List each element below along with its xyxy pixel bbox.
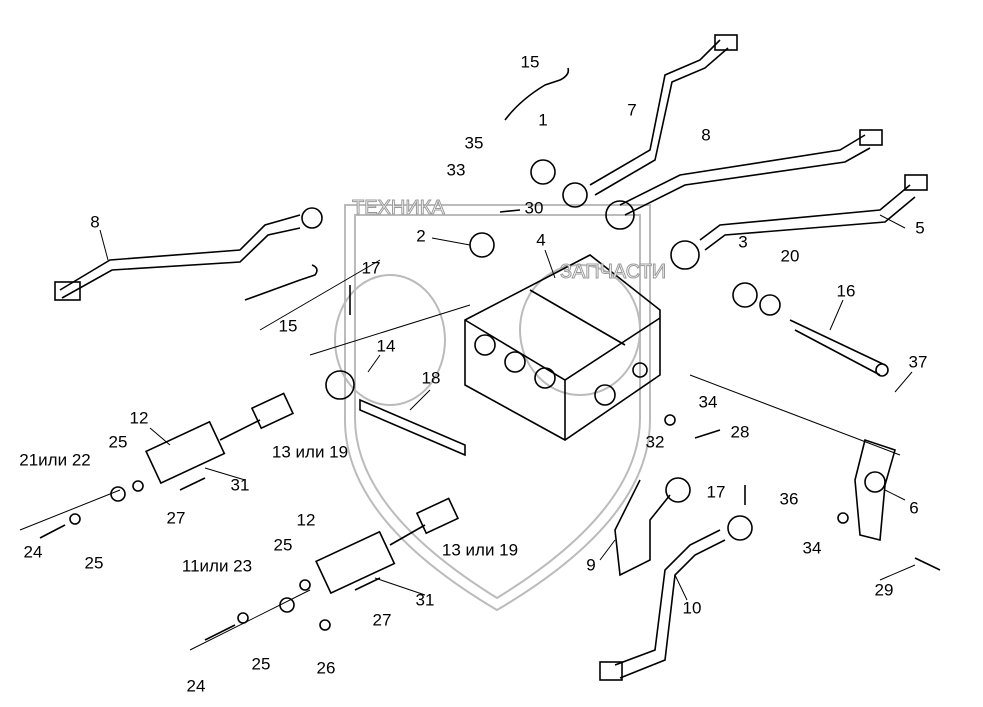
- bar-part-18: [359, 398, 466, 457]
- callout-9: 9: [586, 555, 596, 575]
- callout-10: 10: [682, 598, 702, 618]
- lever-part-10: [599, 515, 753, 681]
- callout-29: 29: [874, 580, 894, 600]
- callout-32: 32: [645, 432, 665, 452]
- callout-27: 27: [372, 610, 392, 630]
- shaft-part-16: [789, 319, 889, 377]
- callout-16: 16: [836, 281, 856, 301]
- callout-35: 35: [464, 133, 484, 153]
- leader-lines: [19, 214, 916, 651]
- callout-34: 34: [698, 392, 718, 412]
- frame-box-part-4: [464, 254, 661, 441]
- callout-25: 25: [273, 535, 293, 555]
- callout-27: 27: [166, 508, 186, 528]
- callout-33: 33: [446, 160, 466, 180]
- callout-25: 25: [84, 553, 104, 573]
- callout-20: 20: [780, 246, 800, 266]
- lever-part-7: [589, 34, 738, 196]
- callout-7: 7: [627, 100, 637, 120]
- callout-28: 28: [730, 422, 750, 442]
- callout-24: 24: [23, 542, 43, 562]
- callout-17: 17: [361, 258, 381, 278]
- callout-15: 15: [520, 52, 540, 72]
- callout-11-or-23: 11или 23: [181, 556, 253, 576]
- callout-13-or-19: 13 или 19: [271, 442, 349, 462]
- callout-24: 24: [186, 676, 206, 696]
- callout-31: 31: [230, 475, 250, 495]
- callout-37: 37: [908, 352, 928, 372]
- callout-14: 14: [376, 336, 396, 356]
- callout-6: 6: [909, 498, 919, 518]
- spring-part-15-left: [244, 264, 318, 301]
- callout-25: 25: [251, 654, 271, 674]
- callout-34: 34: [802, 538, 822, 558]
- callout-1: 1: [538, 110, 548, 130]
- callout-21-or-22: 21или 22: [19, 450, 91, 470]
- lever-part-5: [670, 174, 928, 270]
- watermark-text-right: ЗАПЧАСТИ: [559, 261, 667, 283]
- callout-2: 2: [416, 226, 426, 246]
- callout-8: 8: [701, 125, 711, 145]
- spring-part-15-top: [504, 67, 570, 121]
- callout-5: 5: [915, 218, 925, 238]
- callout-12: 12: [129, 408, 149, 428]
- callout-4: 4: [536, 230, 546, 250]
- callout-8: 8: [90, 212, 100, 232]
- callout-17: 17: [706, 482, 726, 502]
- callout-31: 31: [415, 590, 435, 610]
- callout-36: 36: [779, 489, 799, 509]
- callout-25: 25: [108, 432, 128, 452]
- cylinder-part-12-bottom: [315, 497, 460, 595]
- cylinder-part-12-top: [145, 392, 295, 485]
- watermark-shield: [334, 204, 651, 612]
- callout-15: 15: [278, 316, 298, 336]
- callout-12: 12: [296, 510, 316, 530]
- lever-part-8-left: [54, 207, 323, 301]
- bracket-part-9: [614, 477, 691, 577]
- callout-30: 30: [524, 198, 544, 218]
- callout-13-or-19: 13 или 19: [441, 540, 519, 560]
- callout-3: 3: [738, 232, 748, 252]
- lever-part-6: [854, 438, 896, 542]
- callout-26: 26: [316, 658, 336, 678]
- callout-18: 18: [421, 368, 441, 388]
- watermark-text-left: ТЕХНИКА: [352, 197, 446, 219]
- lever-part-8-right: [605, 129, 883, 230]
- bolts: [39, 209, 941, 641]
